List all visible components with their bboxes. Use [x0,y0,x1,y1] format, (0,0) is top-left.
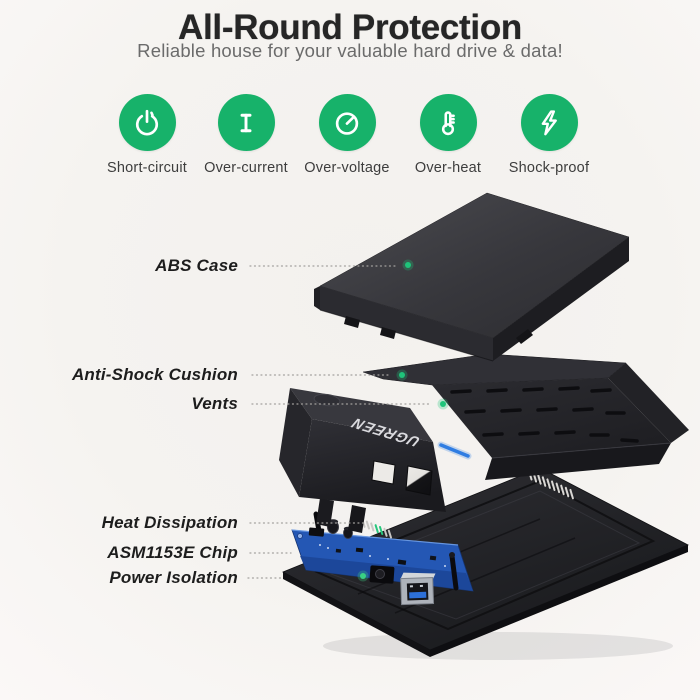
feature-over-current: Over-current [186,94,306,176]
annotation-vents: Vents [191,394,238,413]
vent-slots [450,386,639,443]
annotation-asm1153e-chip: ASM1153E Chip [107,543,238,562]
feature-label: Over-voltage [304,160,390,176]
cover-clip [380,327,396,339]
dc-jack [369,565,395,584]
feature-label: Short-circuit [107,160,187,176]
annotation-abs-case: ABS Case [155,256,238,275]
letter-i-icon [217,94,275,151]
page-subtitle: Reliable house for your valuable hard dr… [137,40,563,61]
feature-over-voltage: Over-voltage [287,94,407,176]
annotation-heat-dissipation: Heat Dissipation [101,513,238,532]
usb-led-strip [439,443,470,458]
mold-mark [313,393,341,407]
dc-port-cutout [371,460,396,485]
lightning-icon [520,94,578,151]
pcb-screw [297,533,303,539]
leader-dots [396,259,449,410]
annotation-anti-shock-cushion: Anti-Shock Cushion [71,365,238,384]
feature-shock-proof: Shock-proof [489,94,609,176]
cover-clip [344,316,360,328]
page-title: All-Round Protection [178,8,522,47]
gauge-icon [318,94,376,151]
feature-label: Over-current [204,160,288,176]
usb-port-cutout [405,465,433,496]
feature-label: Shock-proof [508,160,590,176]
standoff-post [449,552,459,591]
thermometer-icon [419,94,477,151]
pcb-board [291,511,474,606]
leader-lines [247,265,432,579]
enclosure-body: UGREEN [279,353,689,533]
ground-shadow [323,632,673,660]
feature-short-circuit: Short-circuit [87,94,207,176]
usb-b-port [400,572,436,606]
feature-label: Over-heat [414,160,482,176]
bottom-tray [282,467,689,657]
feature-over-heat: Over-heat [388,94,508,176]
power-icon [118,94,176,151]
cover-clip [516,329,533,344]
power-led [360,573,366,579]
abs-top-cover [314,192,630,362]
annotation-power-isolation: Power Isolation [109,568,238,587]
